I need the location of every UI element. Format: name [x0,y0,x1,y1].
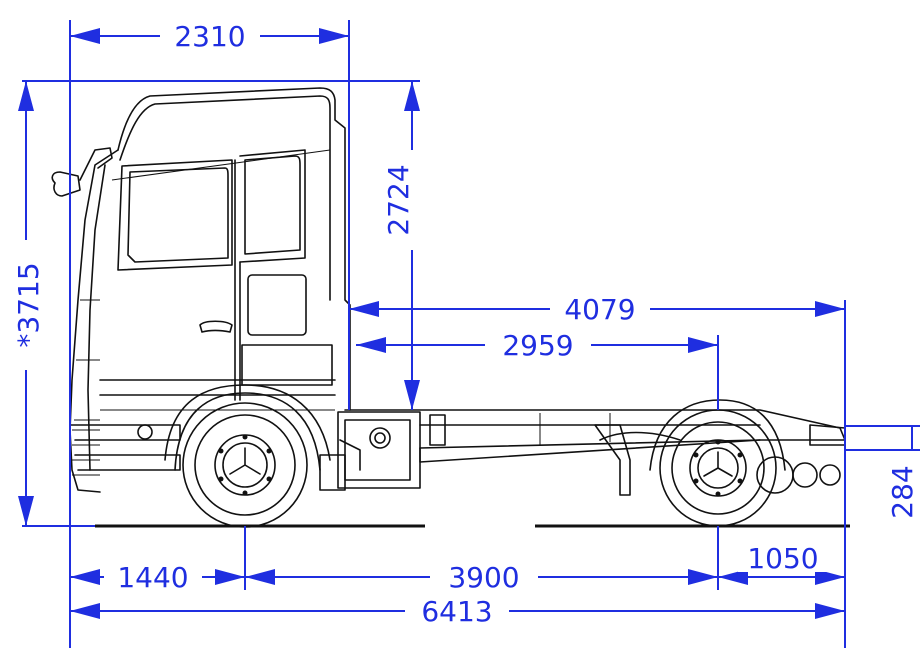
three-pointed-star-icon [703,451,733,477]
dimension-lines: 2310 *3715 2724 4079 [10,18,920,648]
truck-side-view [51,87,850,528]
dimension-cab-length: 2310 [70,18,349,53]
cab [51,87,351,493]
dimension-label-fifth-wheel-height: 284 [886,465,919,518]
dimension-rear-overhang: 1050 [718,542,845,585]
rear-end [756,424,846,494]
dimension-cab-height: 2724 [382,81,424,410]
dimension-label-overall-height: *3715 [12,262,45,347]
dimension-label-overall-length: 6413 [421,595,492,628]
fuel-tank [337,411,421,489]
rear-mudguard [649,399,786,471]
dimension-overall-length: 6413 [70,594,845,628]
dimension-label-front-overhang: 1440 [117,561,188,594]
three-pointed-star-icon [229,447,261,475]
dimension-fifth-wheel-height: 284 [886,426,920,525]
dimension-label-cab-length: 2310 [174,20,245,53]
dimension-wheelbase: 3900 [245,560,718,594]
extension-lines [22,20,920,648]
chassis-frame [344,409,846,496]
dimension-front-overhang: 1440 [70,560,245,594]
dimension-label-rear-overhang: 1050 [747,542,818,575]
dimension-label-wheelbase: 3900 [448,561,519,594]
front-wheel [182,402,308,528]
dimension-rear-length: 4079 [349,291,845,326]
dimension-label-rear-length: 4079 [564,293,635,326]
dimension-overall-height: *3715 [10,81,45,526]
dimension-cab-to-axle: 2959 [356,327,718,362]
dimension-label-cab-to-axle: 2959 [502,329,573,362]
dimension-label-cab-height: 2724 [382,164,415,235]
